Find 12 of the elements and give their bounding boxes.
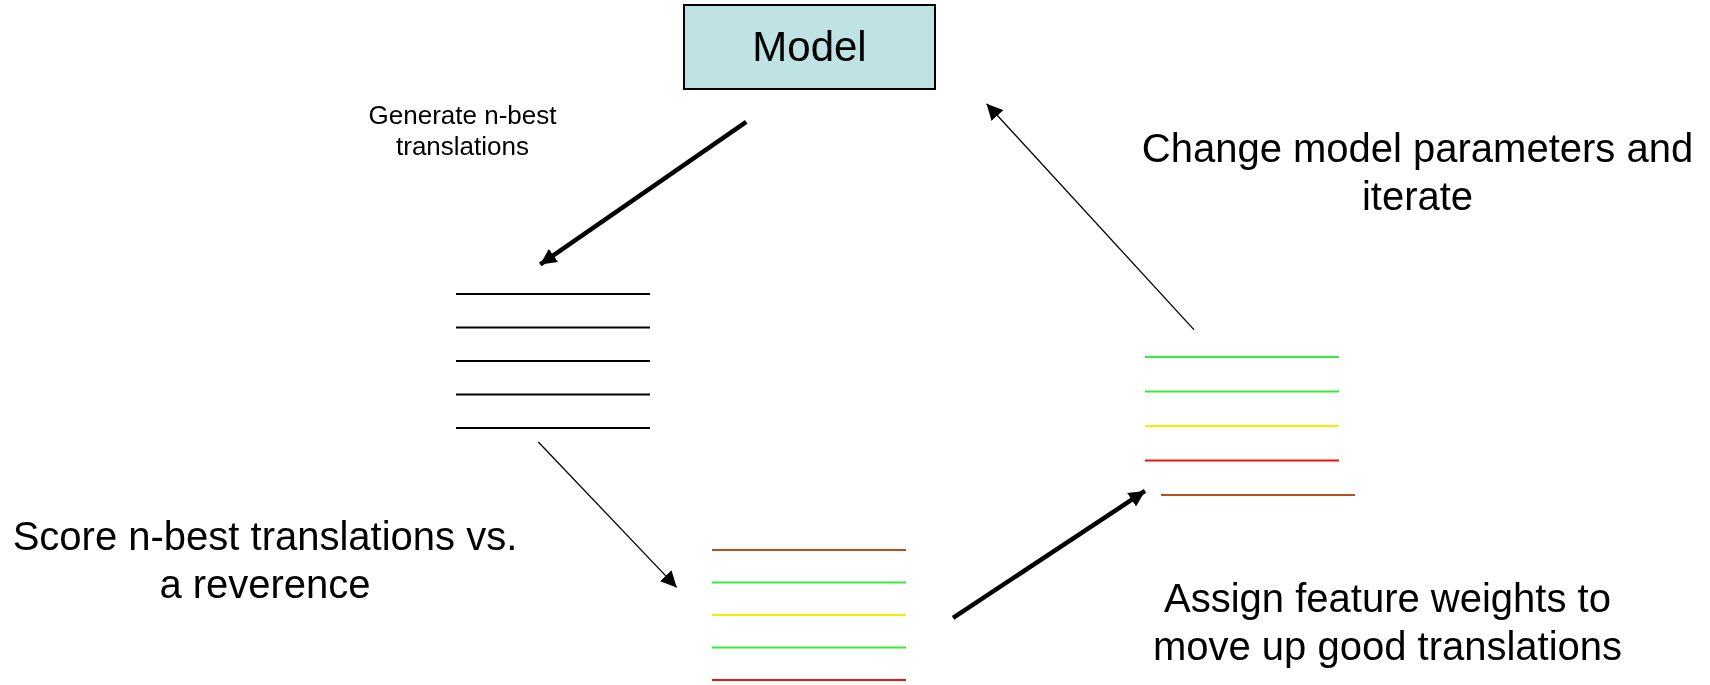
arrow (537, 441, 678, 589)
arrow (951, 489, 1147, 620)
translation-list-lines (1145, 353, 1355, 499)
edge-label: Generate n-best translations (367, 100, 558, 163)
edge-label: Change model parameters and iterate (1140, 125, 1695, 220)
arrow (985, 103, 1195, 331)
translation-list-lines (456, 290, 652, 432)
model-box: Model (683, 4, 936, 90)
edge-label: Score n-best translations vs. a reverence (11, 513, 519, 608)
arrow (539, 119, 748, 267)
translation-list-lines (712, 546, 908, 684)
edge-label: Assign feature weights to move up good translations (1151, 575, 1624, 670)
